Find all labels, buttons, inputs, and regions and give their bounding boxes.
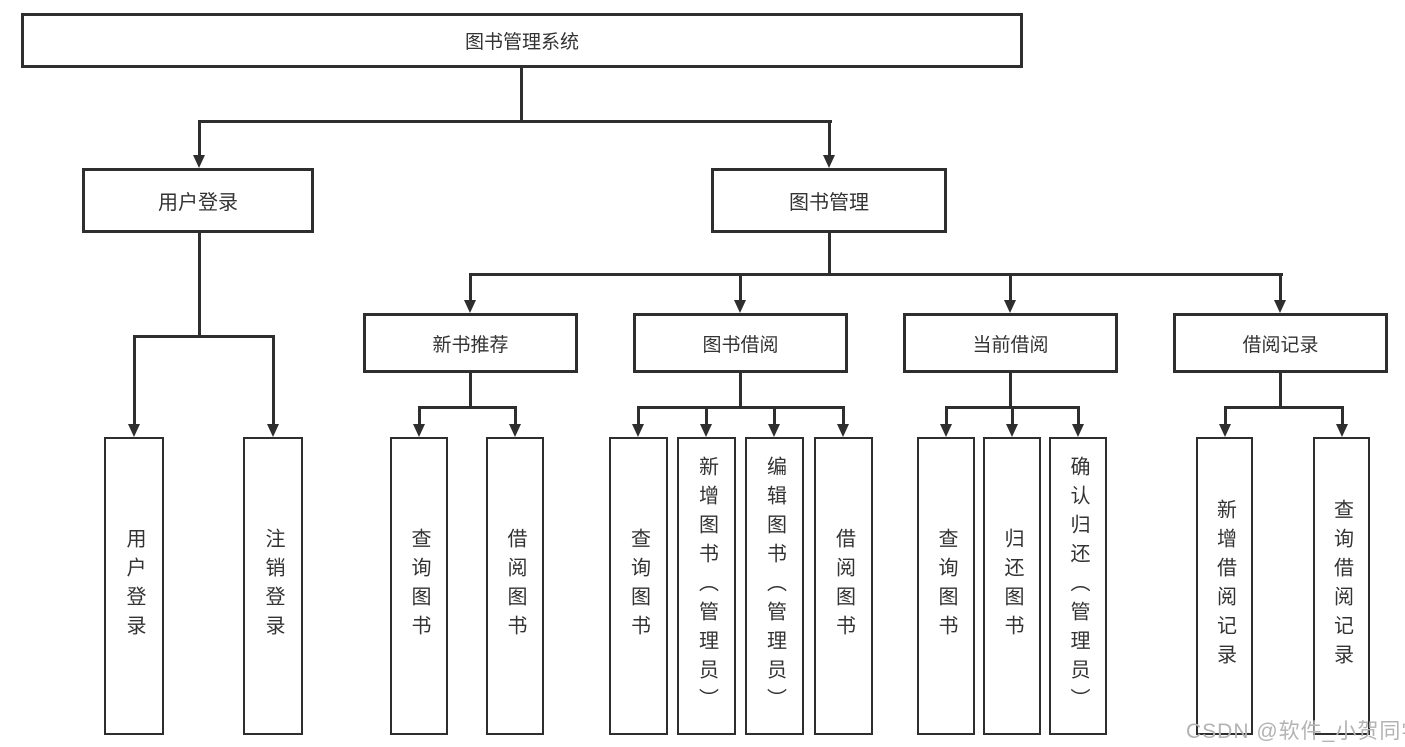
arrow-down-icon [413, 424, 425, 437]
connector-line [1279, 373, 1282, 406]
connector-line [705, 409, 708, 424]
leaf-borrow-books-2: 借阅图书 [814, 437, 873, 735]
connector-line [198, 233, 201, 335]
arrow-down-icon [1004, 300, 1016, 313]
leaf-add-borrow-record: 新增借阅记录 [1196, 437, 1253, 735]
node-book-management: 图书管理 [711, 168, 947, 233]
connector-line [739, 373, 742, 406]
connector-line [1341, 409, 1344, 424]
connector-line [945, 406, 1080, 409]
arrow-down-icon [1336, 424, 1348, 437]
connector-line [469, 276, 472, 300]
arrow-down-icon [193, 155, 205, 168]
connector-line [637, 409, 640, 424]
connector-line [945, 409, 948, 424]
arrow-down-icon [1219, 424, 1231, 437]
connector-line [828, 123, 831, 155]
connector-line [1279, 276, 1282, 300]
connector-line [469, 273, 1283, 276]
leaf-edit-book-admin: 编辑图书（管理员） [745, 437, 804, 735]
node-root: 图书管理系统 [21, 13, 1023, 68]
connector-line [133, 338, 136, 424]
connector-line [198, 120, 832, 123]
connector-line [1077, 409, 1080, 424]
connector-line [520, 68, 523, 120]
connector-line [418, 406, 517, 409]
leaf-borrow-books-1: 借阅图书 [486, 437, 544, 735]
leaf-return-books: 归还图书 [983, 437, 1041, 735]
connector-line [418, 409, 421, 424]
arrow-down-icon [768, 424, 780, 437]
arrow-down-icon [1006, 424, 1018, 437]
arrow-down-icon [632, 424, 644, 437]
arrow-down-icon [700, 424, 712, 437]
leaf-query-books-3: 查询图书 [917, 437, 975, 735]
connector-line [842, 409, 845, 424]
leaf-logout: 注销登录 [243, 437, 303, 735]
arrow-down-icon [464, 300, 476, 313]
arrow-down-icon [509, 424, 521, 437]
connector-line [198, 123, 201, 155]
connector-line [133, 335, 275, 338]
connector-line [828, 233, 831, 273]
connector-line [637, 406, 845, 409]
connector-line [272, 338, 275, 424]
arrow-down-icon [1274, 300, 1286, 313]
leaf-query-books-2: 查询图书 [609, 437, 668, 735]
connector-line [1224, 409, 1227, 424]
node-current-borrowing: 当前借阅 [903, 313, 1118, 373]
arrow-down-icon [128, 424, 140, 437]
leaf-confirm-return-admin: 确认归还（管理员） [1049, 437, 1107, 735]
connector-line [1011, 409, 1014, 424]
connector-line [1009, 373, 1012, 406]
arrow-down-icon [734, 300, 746, 313]
arrow-down-icon [837, 424, 849, 437]
connector-line [773, 409, 776, 424]
arrow-down-icon [823, 155, 835, 168]
arrow-down-icon [940, 424, 952, 437]
arrow-down-icon [267, 424, 279, 437]
connector-line [1224, 406, 1344, 409]
node-book-borrowing: 图书借阅 [633, 313, 848, 373]
node-user-login: 用户登录 [82, 168, 314, 233]
leaf-query-borrow-record: 查询借阅记录 [1313, 437, 1370, 735]
node-new-book-recommendation: 新书推荐 [363, 313, 578, 373]
leaf-user-login: 用户登录 [104, 437, 164, 735]
watermark-text: CSDN @软件_小贺同学 [1186, 720, 1405, 743]
leaf-add-book-admin: 新增图书（管理员） [677, 437, 736, 735]
leaf-query-books-1: 查询图书 [390, 437, 448, 735]
connector-line [469, 373, 472, 406]
connector-line [1009, 276, 1012, 300]
arrow-down-icon [1072, 424, 1084, 437]
connector-line [739, 276, 742, 300]
connector-line [514, 409, 517, 424]
node-borrowing-records: 借阅记录 [1173, 313, 1388, 373]
